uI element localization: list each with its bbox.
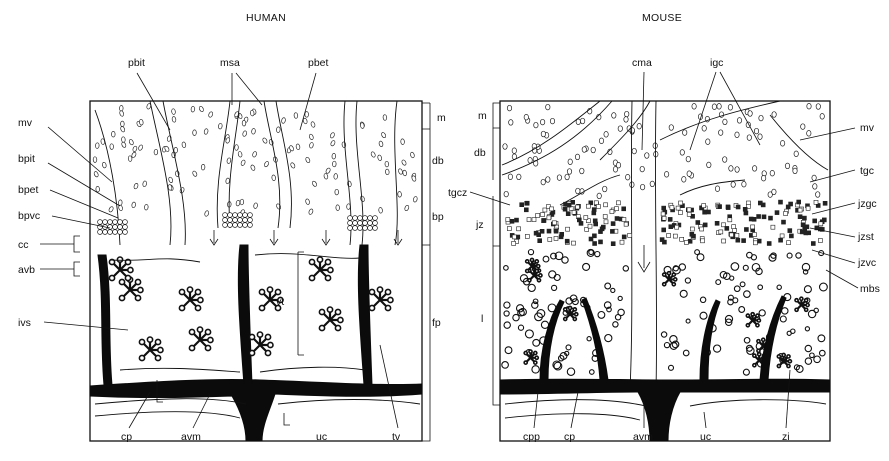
- human-label-pbit: pbit: [128, 57, 145, 69]
- mouse-flow-arrow: [638, 245, 650, 272]
- human-label-mv: mv: [18, 117, 33, 129]
- human-label-fp: fp: [432, 317, 441, 329]
- human-label-bpet: bpet: [18, 184, 39, 196]
- mouse-label-mv: mv: [860, 122, 875, 134]
- human-label-tv: tv: [392, 431, 401, 443]
- mouse-label-l: l: [481, 313, 483, 325]
- mouse-label-cpp: cpp: [523, 431, 540, 443]
- human-panel: HUMAN: [18, 12, 446, 443]
- human-label-pbet: pbet: [308, 57, 329, 69]
- human-label-avb: avb: [18, 264, 35, 276]
- human-title: HUMAN: [246, 12, 286, 24]
- human-decidua-cells: [93, 103, 418, 217]
- mouse-label-zi: zi: [782, 431, 790, 443]
- mouse-label-jzgc: jzgc: [857, 198, 877, 210]
- mouse-label-cp: cp: [564, 431, 575, 443]
- human-label-bp: bp: [432, 211, 444, 223]
- human-label-m: m: [437, 112, 446, 124]
- mouse-label-jzst: jzst: [857, 231, 874, 243]
- mouse-label-tgcz: tgcz: [448, 187, 467, 199]
- human-label-cp: cp: [121, 431, 132, 443]
- human-label-uc: uc: [316, 431, 327, 443]
- mouse-label-m: m: [478, 110, 487, 122]
- mouse-label-igc: igc: [710, 57, 723, 69]
- human-villous-trees: [109, 257, 393, 361]
- mouse-label-mbs: mbs: [860, 283, 880, 295]
- mouse-panel: MOUSE: [448, 12, 880, 443]
- human-label-msa: msa: [220, 57, 240, 69]
- human-cell-columns: [98, 213, 378, 235]
- human-label-vt: vt: [276, 296, 284, 308]
- mouse-label-avm: avm: [633, 431, 653, 443]
- mouse-label-db: db: [474, 147, 486, 159]
- mouse-junctional-zone: [506, 200, 827, 246]
- human-label-cc: cc: [18, 239, 29, 251]
- human-label-bpit: bpit: [18, 153, 35, 165]
- mouse-leader-lines: [470, 72, 858, 428]
- mouse-central-artery: [630, 101, 632, 390]
- mouse-label-jz: jz: [475, 219, 484, 231]
- mouse-label-jzvc: jzvc: [857, 257, 876, 269]
- human-label-ivs: ivs: [18, 317, 31, 329]
- human-label-db: db: [432, 155, 444, 167]
- human-label-avm: avm: [181, 431, 201, 443]
- mouse-chorionic-plate: [500, 379, 830, 441]
- mouse-title: MOUSE: [642, 12, 682, 24]
- mouse-label-tgc: tgc: [860, 165, 874, 177]
- mouse-label-uc: uc: [700, 431, 711, 443]
- mouse-label-cma: cma: [632, 57, 652, 69]
- mouse-left-brackets: [493, 103, 500, 405]
- mouse-decidua-cells: [503, 103, 825, 198]
- human-flow-arrows: [210, 230, 402, 245]
- human-label-bpvc: bpvc: [18, 210, 40, 222]
